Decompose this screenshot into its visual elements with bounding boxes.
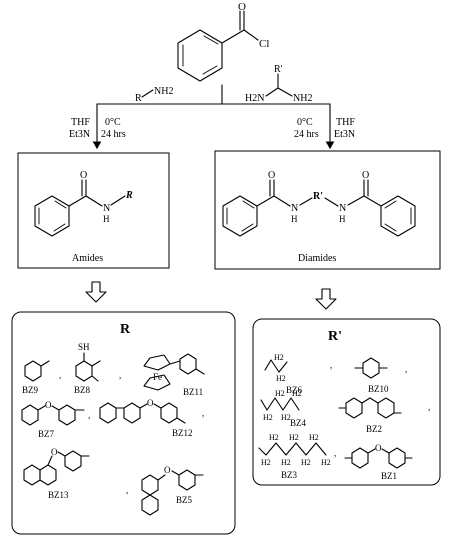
hollow-arrow-left [85, 281, 107, 303]
bz4-structure: H2 H2 H2 H2 BZ4 [260, 389, 307, 428]
bz4-h2-d: H2 [281, 413, 291, 422]
bz3-h2-a: H2 [269, 433, 279, 442]
diamine-rprime-label: R' [274, 64, 283, 75]
svg-text:,: , [59, 370, 61, 380]
bz5-o-label: O [164, 465, 171, 475]
bz6-h2-bottom: H2 [276, 374, 286, 383]
diamine-structure: H2N R' NH2 [245, 64, 312, 104]
bz4-h2-b: H2 [292, 389, 302, 398]
bz3-h2-d: H2 [261, 458, 271, 467]
chloride-label: Cl [259, 38, 269, 50]
diamide-h2-label: H [339, 214, 346, 224]
bz7-o-label: O [45, 400, 52, 410]
diamide-o1-label: O [268, 170, 275, 181]
amide-n-label: N [103, 203, 110, 214]
benzoyl-chloride-structure: O Cl [177, 1, 269, 82]
amide-o-label: O [80, 170, 87, 181]
bz9-label: BZ9 [22, 385, 39, 395]
diamine-h2n-label: H2N [245, 93, 264, 104]
diamide-h1-label: H [291, 214, 298, 224]
bz8-structure: SH BZ8 [74, 342, 101, 395]
diamide-structure: O N H R' N H O Diamides [222, 170, 416, 264]
amine-r-label: R [135, 93, 142, 104]
bz3-h2-g: H2 [321, 458, 331, 467]
bz4-h2-c: H2 [263, 413, 273, 422]
r-box-title: R [120, 322, 131, 337]
diamide-n1-label: N [291, 203, 298, 214]
bz11-fe-label: Fe [153, 372, 162, 382]
r-prime-box-title: R' [328, 329, 342, 344]
bz3-structure: H2 H2 H2 H2 H2 H2 H2 BZ3 [258, 433, 331, 480]
r-substituents-box [11, 311, 236, 535]
bz4-h2-a: H2 [275, 389, 285, 398]
diamide-n2-label: N [339, 203, 346, 214]
diamides-caption: Diamides [298, 253, 336, 264]
left-base: Et3N [69, 129, 90, 140]
bz13-label: BZ13 [48, 490, 69, 500]
left-conditions: 0°C 24 hrs THF Et3N [69, 117, 126, 140]
bz9-structure: BZ9 [22, 360, 50, 395]
diamide-rprime-label: R' [313, 191, 323, 202]
right-base: Et3N [334, 129, 355, 140]
diamide-o2-label: O [362, 170, 369, 181]
left-time: 24 hrs [101, 129, 126, 140]
bz6-structure: H2 H2 BZ6 [264, 353, 303, 395]
bz6-label: BZ6 [286, 385, 303, 395]
svg-text:,: , [202, 408, 204, 418]
bz3-h2-f: H2 [301, 458, 311, 467]
r-prime-substituents-box [252, 318, 441, 486]
svg-text:,: , [428, 402, 430, 412]
svg-text:,: , [119, 370, 121, 380]
bz3-h2-e: H2 [281, 458, 291, 467]
left-solvent: THF [71, 117, 90, 128]
bz7-structure: O BZ7 [21, 400, 85, 439]
amine-structure: R NH2 [135, 86, 173, 104]
bz12-structure: O BZ12 [99, 398, 193, 438]
bz11-label: BZ11 [183, 387, 203, 397]
svg-text:,: , [405, 364, 407, 374]
carbonyl-oxygen-label: O [238, 1, 246, 13]
amides-caption: Amides [72, 253, 103, 264]
bz8-label: BZ8 [74, 385, 91, 395]
bz13-o-label: O [51, 447, 58, 457]
right-conditions: 0°C 24 hrs THF Et3N [294, 117, 355, 140]
bz2-structure: BZ2 [338, 397, 402, 434]
bz12-o-label: O [147, 398, 154, 408]
diamine-nh2-label: NH2 [293, 93, 312, 104]
right-time: 24 hrs [294, 129, 319, 140]
right-temp: 0°C [297, 117, 313, 128]
bz7-label: BZ7 [38, 429, 55, 439]
bz1-label: BZ1 [381, 471, 397, 481]
bz6-h2-top: H2 [274, 353, 284, 362]
bz13-structure: O BZ13 [23, 447, 90, 500]
bz4-label: BZ4 [290, 418, 307, 428]
amide-h-label: H [103, 214, 110, 224]
bz12-label: BZ12 [172, 428, 193, 438]
bz8-sh-label: SH [78, 342, 90, 352]
left-temp: 0°C [105, 117, 121, 128]
bz1-o-label: O [375, 443, 382, 453]
bz10-structure: BZ10 [354, 357, 389, 394]
hollow-arrow-right [315, 288, 337, 310]
amides-box [17, 152, 170, 269]
bz1-structure: O BZ1 [344, 443, 413, 481]
bz5-label: BZ5 [176, 495, 193, 505]
svg-text:,: , [330, 360, 332, 370]
bz11-structure: Fe BZ11 [143, 353, 205, 397]
svg-text:,: , [334, 448, 336, 458]
svg-text:,: , [126, 485, 128, 495]
bz3-h2-b: H2 [289, 433, 299, 442]
bz10-label: BZ10 [368, 384, 389, 394]
diamides-box [214, 150, 441, 270]
right-solvent: THF [336, 117, 355, 128]
amide-structure: O N H R Amides [34, 170, 133, 264]
amine-nh2-label: NH2 [154, 86, 173, 97]
bz5-structure: O BZ5 [141, 465, 204, 516]
bz3-label: BZ3 [281, 470, 298, 480]
amide-r-label: R [125, 190, 133, 201]
bz3-h2-c: H2 [309, 433, 319, 442]
bz2-label: BZ2 [366, 424, 382, 434]
svg-text:,: , [88, 410, 90, 420]
